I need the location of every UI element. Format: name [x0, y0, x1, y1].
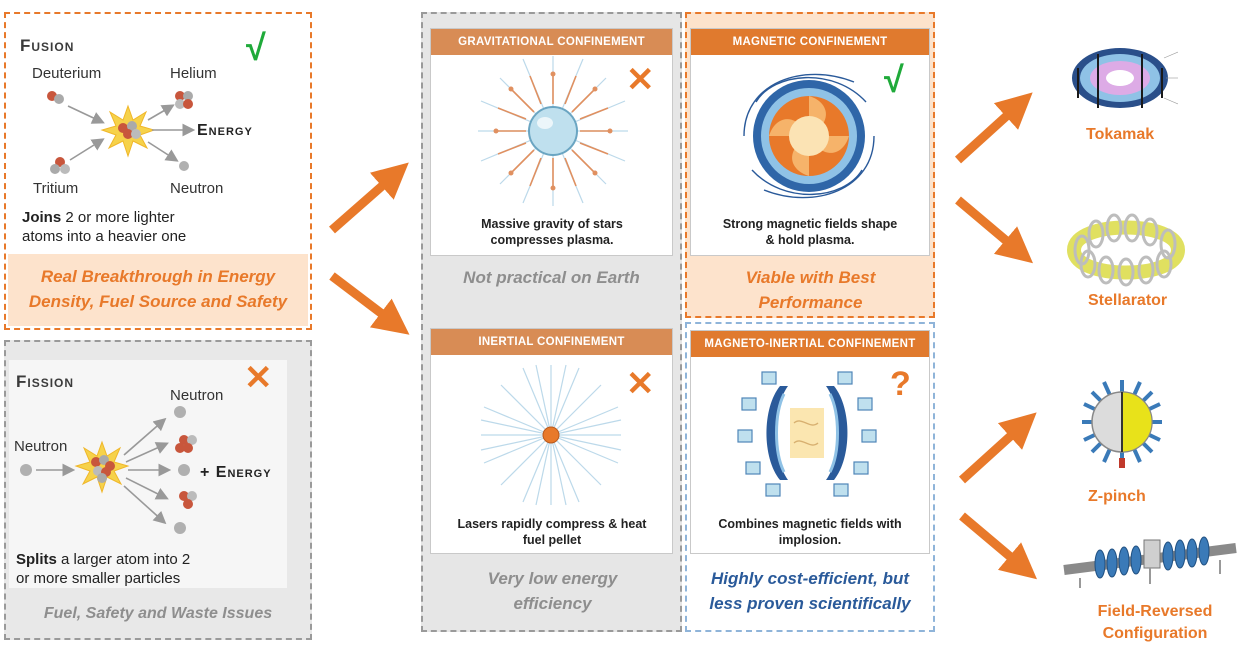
- fusion-deuterium-label: Deuterium: [32, 65, 102, 82]
- fission-title: Fission: [16, 372, 75, 391]
- magneto-inertial-header: MAGNETO-INERTIAL CONFINEMENT: [691, 331, 929, 357]
- stellarator-label: Stellarator: [1088, 292, 1168, 309]
- fusion-energy-label: Energy: [197, 122, 253, 139]
- inertial-illustration: [480, 364, 622, 506]
- frc-label: Field-Reversed Configuration: [1097, 603, 1213, 642]
- tokamak-label: Tokamak: [1086, 126, 1155, 143]
- inertial-caption: Lasers rapidly compress & heat fuel pell…: [457, 517, 647, 547]
- inertial-verdict: Very low energy efficiency: [487, 569, 618, 613]
- fission-inner-card: [9, 360, 287, 588]
- fusion-description: Joins 2 or more lighter atoms into a hea…: [22, 208, 186, 246]
- arrow-to-tokamak: [954, 92, 1033, 164]
- arrow-to-inertial: [329, 272, 410, 335]
- magneto-inertial-verdict: Highly cost-efficient, but less proven s…: [709, 569, 911, 613]
- magnetic-illustration: [743, 73, 875, 199]
- arrow-to-stellarator: [955, 196, 1034, 264]
- stellarator-image: [1066, 213, 1186, 287]
- arrow-to-zpinch: [958, 412, 1037, 484]
- fusion-title: Fusion: [20, 36, 75, 55]
- fusion-check-mark: √: [246, 27, 266, 68]
- fission-description: Splits a larger atom into 2 or more smal…: [16, 550, 190, 588]
- fission-desc-bold: Splits: [16, 551, 57, 568]
- branch-arrows-left: [329, 162, 410, 335]
- fission-reaction-diagram: [20, 406, 197, 534]
- fusion-neutron-label: Neutron: [170, 180, 224, 197]
- gravitational-illustration: [478, 56, 628, 206]
- inertial-x-mark: ✕: [626, 365, 655, 403]
- fusion-verdict-band: [8, 254, 308, 326]
- fusion-tritium-label: Tritium: [33, 180, 79, 197]
- magnetic-header: MAGNETIC CONFINEMENT: [691, 29, 929, 55]
- magnetic-caption: Strong magnetic fields shape & hold plas…: [722, 217, 898, 247]
- fusion-desc-rest: 2 or more lighter: [65, 209, 175, 226]
- magnetic-check-mark: √: [884, 59, 904, 100]
- fission-verdict: Fuel, Safety and Waste Issues: [43, 605, 273, 622]
- inertial-header: INERTIAL CONFINEMENT: [431, 329, 672, 355]
- fission-neutron-in-label: Neutron: [14, 438, 68, 455]
- arrow-to-frc: [959, 512, 1038, 580]
- frc-image: [1063, 536, 1237, 588]
- fusion-verdict: Real Breakthrough in Energy Density, Fue…: [28, 267, 288, 311]
- gravitational-header: GRAVITATIONAL CONFINEMENT: [431, 29, 672, 55]
- magnetic-card: MAGNETIC CONFINEMENT: [690, 28, 930, 256]
- branch-arrows-right: [954, 92, 1038, 580]
- gravitational-x-mark: ✕: [626, 61, 655, 99]
- gravitational-verdict: Not practical on Earth: [463, 268, 640, 287]
- fission-energy-label: + Energy: [200, 464, 272, 481]
- fission-neutron-out-label: Neutron: [170, 387, 224, 404]
- fission-desc-line2: or more smaller particles: [16, 570, 181, 587]
- fission-x-mark: ✕: [244, 359, 273, 397]
- fission-desc-rest: a larger atom into 2: [61, 551, 191, 568]
- fusion-helium-label: Helium: [170, 65, 217, 82]
- zpinch-label: Z-pinch: [1088, 488, 1146, 505]
- fusion-reaction-diagram: [47, 91, 196, 174]
- gravitational-caption: Massive gravity of stars compresses plas…: [481, 217, 623, 247]
- zpinch-image: [1082, 380, 1162, 468]
- magneto-inertial-illustration: [737, 371, 877, 497]
- magneto-inertial-caption: Combines magnetic fields with implosion.: [718, 517, 902, 547]
- fusion-desc-bold: Joins: [22, 209, 62, 226]
- fusion-desc-line2: atoms into a heavier one: [22, 228, 187, 245]
- magneto-inertial-question-mark: ?: [890, 365, 911, 403]
- tokamak-image: [1072, 48, 1178, 108]
- arrow-to-gravitational: [329, 162, 409, 234]
- magnetic-verdict: Viable with Best Performance: [745, 268, 876, 312]
